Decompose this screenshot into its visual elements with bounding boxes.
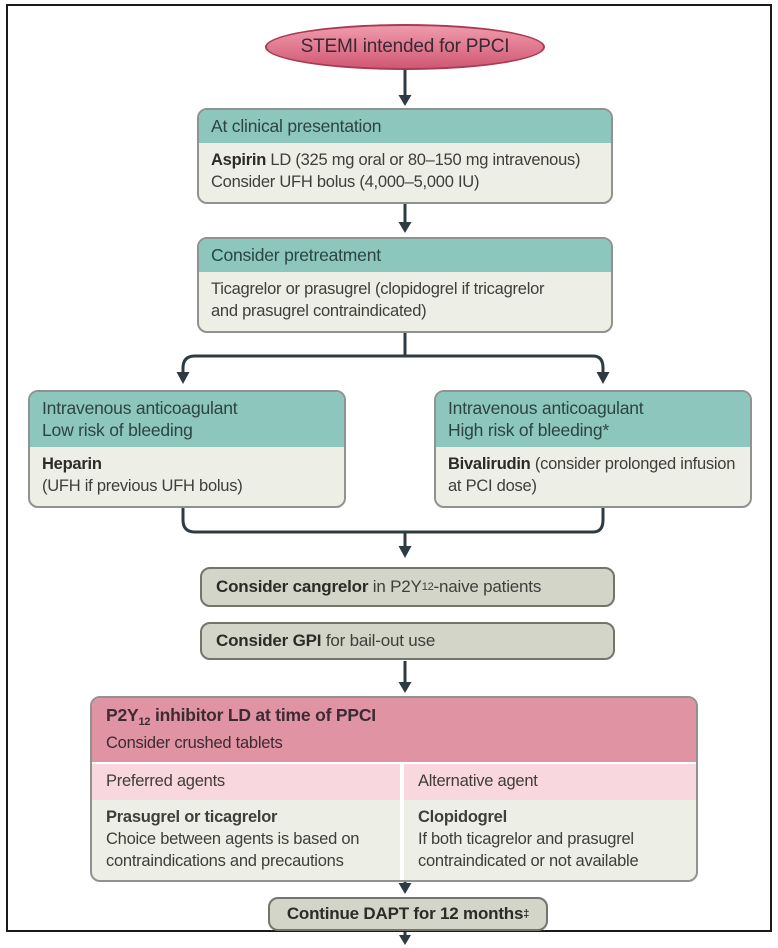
bivalirudin-label: Bivalirudin [448,455,531,473]
clinical-presentation-body: Aspirin LD (325 mg oral or 80–150 mg int… [199,143,611,202]
ppci-header-line2: Consider crushed tablets [106,734,283,752]
preferred-agents-note: Choice between agents is based on contra… [106,830,360,870]
dapt-footnote-marker: ‡ [523,908,530,920]
low-bleeding-risk-box: Intravenous anticoagulant Low risk of bl… [28,390,346,508]
ppci-inhibitor-box: P2Y12 inhibitor LD at time of PPCI Consi… [90,696,698,882]
clinical-presentation-header: At clinical presentation [199,110,611,143]
high-risk-header-line1: Intravenous anticoagulant [448,398,644,418]
low-bleeding-risk-body: Heparin (UFH if previous UFH bolus) [30,447,344,506]
dapt-pill: Continue DAPT for 12 months‡ [268,897,548,931]
alternative-agent-label: Alternative agent [418,772,538,790]
ppci-subheader-row: Preferred agents Alternative agent [92,764,696,800]
low-risk-header-line2: Low risk of bleeding [42,420,193,440]
gpi-pill: Consider GPI for bail-out use [200,622,615,660]
preferred-agents-cell: Prasugrel or ticagrelor Choice between a… [92,800,400,880]
preferred-agents-label: Preferred agents [106,772,225,790]
high-risk-header-line2: High risk of bleeding* [448,420,609,440]
clopidogrel-label: Clopidogrel [418,808,507,826]
start-node: STEMI intended for PPCI [265,24,545,70]
ppci-inhibitor-header: P2Y12 inhibitor LD at time of PPCI Consi… [92,698,696,764]
ppci-body-row: Prasugrel or ticagrelor Choice between a… [92,800,696,880]
ppci-header-rest: inhibitor LD at time of PPCI [150,705,376,725]
pretreatment-line2: and prasugrel contraindicated) [211,302,427,320]
ppci-header-subscript: 12 [138,716,151,728]
gpi-rest: for bail-out use [321,631,436,650]
high-bleeding-risk-box: Intravenous anticoagulant High risk of b… [434,390,752,508]
pretreatment-body: Ticagrelor or prasugrel (clopidogrel if … [199,272,611,331]
prasugrel-ticagrelor-label: Prasugrel or ticagrelor [106,808,278,826]
ppci-header-line1: P2Y12 inhibitor LD at time of PPCI [106,704,682,733]
dapt-label: Continue DAPT for 12 months [286,904,524,923]
cangrelor-bold: Consider cangrelor [216,577,369,596]
high-bleeding-risk-header: Intravenous anticoagulant High risk of b… [436,392,750,447]
figure-border [6,4,772,932]
column-divider [400,764,404,800]
heparin-note: (UFH if previous UFH bolus) [42,477,243,495]
low-bleeding-risk-header: Intravenous anticoagulant Low risk of bl… [30,392,344,447]
ufh-bolus-line: Consider UFH bolus (4,000–5,000 IU) [211,173,480,191]
arrow-down-icon [399,935,411,945]
pretreatment-header: Consider pretreatment [199,239,611,272]
pretreatment-box: Consider pretreatment Ticagrelor or pras… [197,237,613,333]
aspirin-line: Aspirin LD (325 mg oral or 80–150 mg int… [211,149,599,171]
low-risk-header-line1: Intravenous anticoagulant [42,398,238,418]
cangrelor-rest: -naive patients [433,577,542,596]
heparin-label: Heparin [42,455,102,473]
cangrelor-mid: in P2Y [368,577,422,596]
alternative-agent-note: If both ticagrelor and prasugrel contrai… [418,830,639,870]
high-bleeding-risk-body: Bivalirudin (consider prolonged infusion… [436,447,750,506]
cangrelor-subscript: 12 [421,581,434,593]
bivalirudin-note: (consider prolonged infusion at PCI dose… [448,455,736,495]
pretreatment-line1: Ticagrelor or prasugrel (clopidogrel if … [211,280,545,298]
column-divider [400,800,404,880]
start-node-label: STEMI intended for PPCI [300,36,510,57]
clinical-presentation-box: At clinical presentation Aspirin LD (325… [197,108,613,204]
alternative-agent-cell: Clopidogrel If both ticagrelor and prasu… [404,800,696,880]
aspirin-dose: LD (325 mg oral or 80–150 mg intravenous… [266,151,581,169]
ppci-header-pre: P2Y [106,705,139,725]
gpi-bold: Consider GPI [216,631,322,650]
aspirin-label: Aspirin [211,151,267,169]
